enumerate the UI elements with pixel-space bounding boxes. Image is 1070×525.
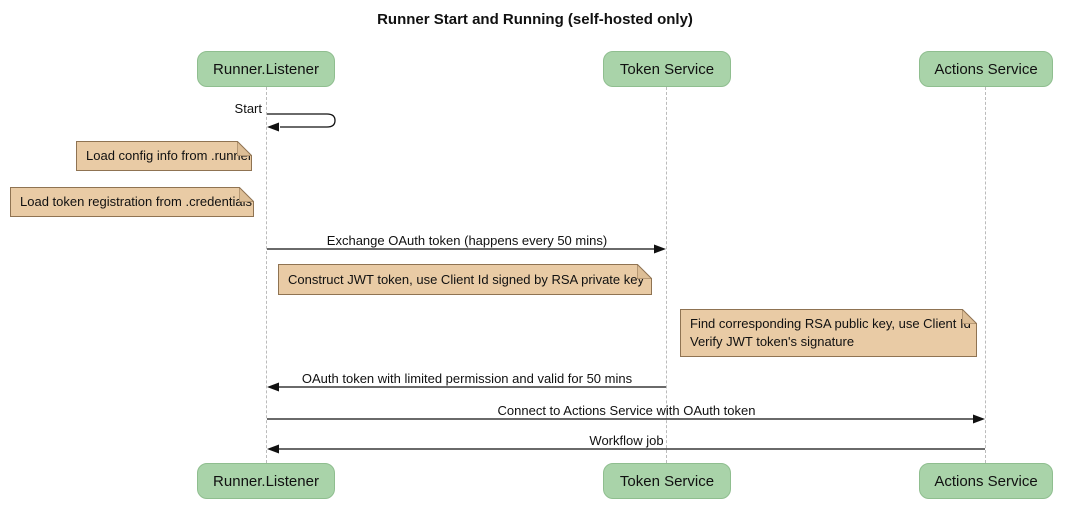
note-verify-jwt: Find corresponding RSA public key, use C… — [680, 309, 977, 357]
lifeline-actions-service — [985, 87, 986, 463]
note-load-token-registration: Load token registration from .credential… — [10, 187, 254, 217]
participant-bottom-token-service: Token Service — [603, 463, 731, 499]
participant-label: Actions Service — [934, 60, 1038, 78]
message-label-oauth-response: OAuth token with limited permission and … — [301, 371, 633, 386]
note-fold-icon — [962, 309, 977, 324]
participant-top-actions-service: Actions Service — [919, 51, 1053, 87]
note-construct-jwt: Construct JWT token, use Client Id signe… — [278, 264, 652, 295]
lifeline-token-service — [666, 87, 667, 463]
arrow-start-self-message — [267, 113, 336, 132]
note-text: Load config info from .runner — [86, 148, 253, 163]
note-text: Load token registration from .credential… — [20, 194, 252, 209]
participant-label: Actions Service — [934, 472, 1038, 490]
message-label-exchange-oauth: Exchange OAuth token (happens every 50 m… — [326, 233, 608, 248]
participant-bottom-runner-listener: Runner.Listener — [197, 463, 335, 499]
message-label-connect-actions: Connect to Actions Service with OAuth to… — [497, 403, 756, 418]
note-text: Construct JWT token, use Client Id signe… — [288, 271, 644, 287]
participant-label: Runner.Listener — [213, 472, 319, 490]
lifeline-runner-listener — [266, 87, 267, 463]
note-fold-icon — [637, 264, 652, 279]
message-label-start: Start — [234, 101, 262, 116]
participant-top-token-service: Token Service — [603, 51, 731, 87]
note-load-config: Load config info from .runner — [76, 141, 252, 171]
diagram-title: Runner Start and Running (self-hosted on… — [377, 11, 693, 28]
participant-bottom-actions-service: Actions Service — [919, 463, 1053, 499]
note-text: Verify JWT token's signature — [690, 334, 855, 349]
participant-top-runner-listener: Runner.Listener — [197, 51, 335, 87]
note-fold-icon — [239, 187, 254, 202]
participant-label: Token Service — [619, 60, 715, 78]
message-label-workflow-job: Workflow job — [589, 433, 664, 448]
participant-label: Runner.Listener — [213, 60, 319, 78]
participant-label: Token Service — [619, 472, 715, 490]
note-fold-icon — [237, 141, 252, 156]
note-text: Find corresponding RSA public key, use C… — [690, 316, 971, 331]
